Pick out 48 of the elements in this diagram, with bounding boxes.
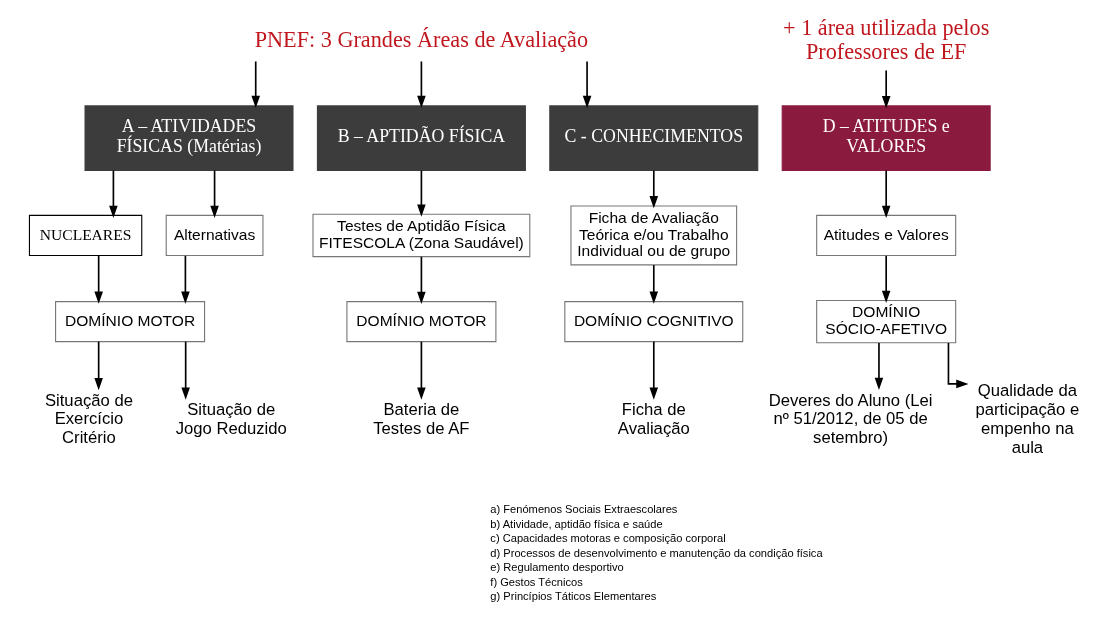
node-box: Alternativas	[165, 214, 264, 256]
node-box: Ficha de Avaliação Teórica e/ou Trabalho Individual ou de grupo	[570, 205, 738, 266]
arrow	[649, 264, 659, 304]
arrow	[881, 255, 891, 303]
label: d) Processos de desenvolvimento e manutenção da condição física	[490, 546, 823, 559]
node-box: B – APTIDÃO FÍSICA	[316, 105, 526, 171]
label: e) Regulamento desportivo	[490, 561, 624, 574]
arrow	[881, 169, 891, 218]
arrow	[181, 255, 190, 304]
label: b) Atividade, aptidão física e saúde	[490, 517, 663, 530]
arrow	[251, 60, 260, 109]
node-text: Deveres do Aluno (Lei nº 51/2012, de 05 de setembro)	[768, 390, 933, 448]
arrow	[582, 60, 592, 109]
arrow	[181, 340, 190, 400]
arrow	[210, 169, 219, 218]
label: c) Capacidades motoras e composição corporal	[490, 532, 726, 545]
node-text: Ficha de Avaliação	[617, 400, 690, 438]
label: f) Gestos Técnicos	[490, 575, 583, 588]
arrow	[649, 169, 659, 209]
arrow	[947, 342, 969, 389]
node-box: Atitudes e Valores	[816, 214, 957, 256]
label: a) Fenómenos Sociais Extraescolares	[490, 503, 678, 516]
node-box: DOMÍNIO COGNITIVO	[564, 301, 744, 343]
node-text: Qualidade da participação e empenho na aula	[975, 381, 1080, 457]
node-text: Bateria de Testes de AF	[373, 400, 470, 438]
label: g) Princípios Táticos Elementares	[490, 590, 657, 603]
arrow	[874, 342, 884, 390]
node-text: PNEF: 3 Grandes Áreas de Avaliação	[254, 26, 589, 52]
arrow	[649, 340, 659, 400]
node-box: NUCLEARES	[28, 214, 143, 256]
node-text: Situação de Jogo Reduzido	[175, 400, 287, 438]
arrow	[417, 340, 426, 400]
arrow	[881, 69, 891, 109]
arrow	[417, 255, 426, 304]
arrow	[109, 169, 118, 218]
node-box: Testes de Aptidão Física FITESCOLA (Zona Saudável)	[312, 213, 531, 258]
arrow	[94, 255, 103, 304]
node-text: + 1 área utilizada pelos Professores de EF	[783, 14, 990, 65]
arrow	[417, 169, 426, 217]
node-box: D – ATITUDES e VALORES	[781, 105, 991, 171]
arrow	[417, 60, 426, 109]
node-box: A – ATIVIDADES FÍSICAS (Matérias)	[84, 105, 294, 171]
node-box: DOMÍNIO MOTOR	[55, 301, 206, 343]
arrow	[94, 340, 103, 391]
node-text: Situação de Exercício Critério	[44, 390, 133, 448]
node-box: C - CONHECIMENTOS	[549, 105, 759, 171]
node-box: DOMÍNIO SÓCIO-AFETIVO	[816, 299, 957, 344]
node-box: DOMÍNIO MOTOR	[346, 301, 497, 343]
